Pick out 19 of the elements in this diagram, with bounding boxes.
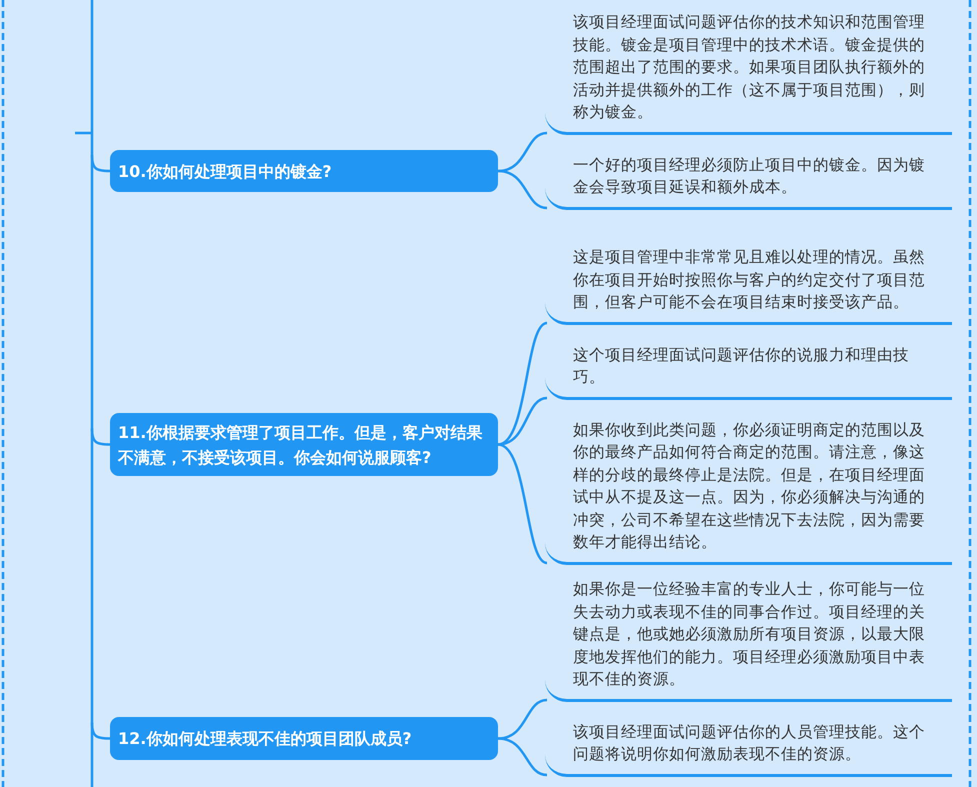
connector-line	[498, 698, 548, 740]
answer-text: 该项目经理面试问题评估你的技术知识和范围管理技能。镀金是项目管理中的技术术语。镀金提供的范围超出了范围的要求。如果项目团队执行额外的活动并提供额外的工作（这不属于项目范围），则称为镀金。	[545, 5, 952, 134]
connector-line	[90, 722, 110, 740]
connector-line	[498, 170, 548, 210]
topic-box: 10.你如何处理项目中的镀金?	[110, 150, 498, 192]
topic-box: 12.你如何处理表现不佳的项目团队成员?	[110, 717, 498, 760]
answer-text: 这是项目管理中非常常见且难以处理的情况。虽然你在项目开始时按照你与客户的约定交付了项目范围，但客户可能不会在项目结束时接受该产品。	[545, 218, 952, 324]
connector-line	[498, 443, 548, 564]
answer-text: 如果你收到此类问题，你必须证明商定的范围以及你的最终产品如何符合商定的范围。请注意，像这样的分歧的最终停止是法院。但是，在项目经理面试中从不提及这一点。因为，你必须解决与沟通的冲突，公司不希望在这些情况下去法院，因为需要数年才能得出结论。	[545, 408, 952, 564]
connector-line	[498, 737, 548, 776]
connector-line	[90, 428, 110, 446]
answer-text: 该项目经理面试问题评估你的人员管理技能。这个问题将说明你如何激励表现不佳的资源。	[545, 710, 952, 776]
answer-text: 一个好的项目经理必须防止项目中的镀金。因为镀金会导致项目延误和额外成本。	[545, 145, 952, 210]
answer-text: 如果你是一位经验丰富的专业人士，你可能与一位失去动力或表现不佳的同事合作过。项目经理的关键点是，他或她必须激励所有项目资源，以最大限度地发挥他们的能力。项目经理必须激励项目中表现不佳的资源。	[545, 573, 952, 702]
answer-text: 这个项目经理面试问题评估你的说服力和理由技巧。	[545, 333, 952, 400]
connector-line	[90, 154, 110, 172]
connector-line	[498, 396, 548, 446]
connector-line	[498, 132, 548, 172]
topic-box: 11.你根据要求管理了项目工作。但是，客户对结果不满意，不接受该项目。你会如何说服顾客?	[110, 413, 498, 476]
